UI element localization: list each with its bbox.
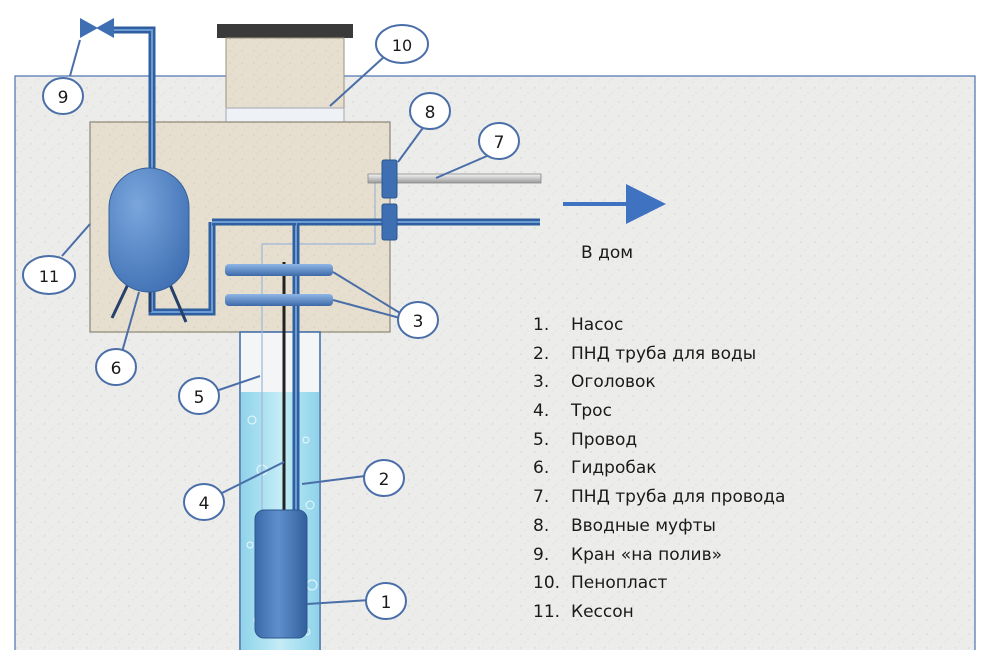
legend-item: 8.Вводные муфты — [533, 515, 716, 536]
svg-text:1: 1 — [381, 593, 392, 613]
callout-5: 5 — [178, 377, 220, 415]
callout-8: 8 — [409, 92, 451, 130]
svg-text:6: 6 — [111, 359, 122, 379]
svg-text:2: 2 — [379, 470, 390, 490]
callout-1: 1 — [365, 582, 407, 620]
svg-text:9: 9 — [58, 88, 69, 108]
svg-text:8: 8 — [425, 103, 436, 123]
legend-item: 2.ПНД труба для воды — [533, 343, 757, 364]
svg-text:11: 11 — [39, 267, 59, 286]
callout-3: 3 — [397, 301, 439, 339]
well-head-lower — [225, 294, 333, 306]
svg-text:10: 10 — [392, 36, 412, 55]
legend-item: 3.Оголовок — [533, 372, 656, 393]
foam-insulation — [225, 107, 345, 123]
callout-6: 6 — [95, 348, 137, 386]
inlet-sleeve-lower — [381, 203, 398, 241]
to-house-label: В дом — [581, 243, 634, 263]
callout-7: 7 — [478, 122, 520, 160]
legend-item: 6.Гидробак — [533, 458, 657, 479]
callout-2: 2 — [363, 459, 405, 497]
hatch-lid — [217, 24, 353, 38]
legend-item: 5.Провод — [533, 429, 638, 450]
legend-item: 7.ПНД труба для провода — [533, 487, 786, 508]
legend-item: 10.Пенопласт — [533, 573, 668, 594]
hydraulic-tank — [108, 167, 190, 323]
inlet-sleeve-upper — [381, 159, 398, 199]
svg-text:5: 5 — [194, 388, 205, 408]
pump — [254, 509, 308, 639]
callout-10: 10 — [375, 24, 429, 64]
well-head-upper — [225, 264, 333, 276]
svg-text:4: 4 — [199, 494, 210, 514]
callout-11: 11 — [22, 255, 76, 295]
legend-item: 1.Насос — [533, 315, 624, 335]
irrigation-tap — [80, 18, 114, 38]
hatch-shaft — [225, 37, 345, 109]
cable-conduit — [367, 173, 542, 184]
callout-9: 9 — [42, 77, 84, 115]
legend-item: 9.Кран «на полив» — [533, 544, 722, 565]
svg-text:7: 7 — [494, 133, 505, 153]
legend-item: 4.Трос — [533, 401, 612, 422]
callout-leaders — [61, 39, 488, 605]
legend-item: 11.Кессон — [533, 601, 634, 622]
callout-4: 4 — [183, 483, 225, 521]
svg-text:3: 3 — [413, 312, 424, 332]
legend-list: 1.Насос 2.ПНД труба для воды 3.Оголовок … — [533, 311, 785, 627]
